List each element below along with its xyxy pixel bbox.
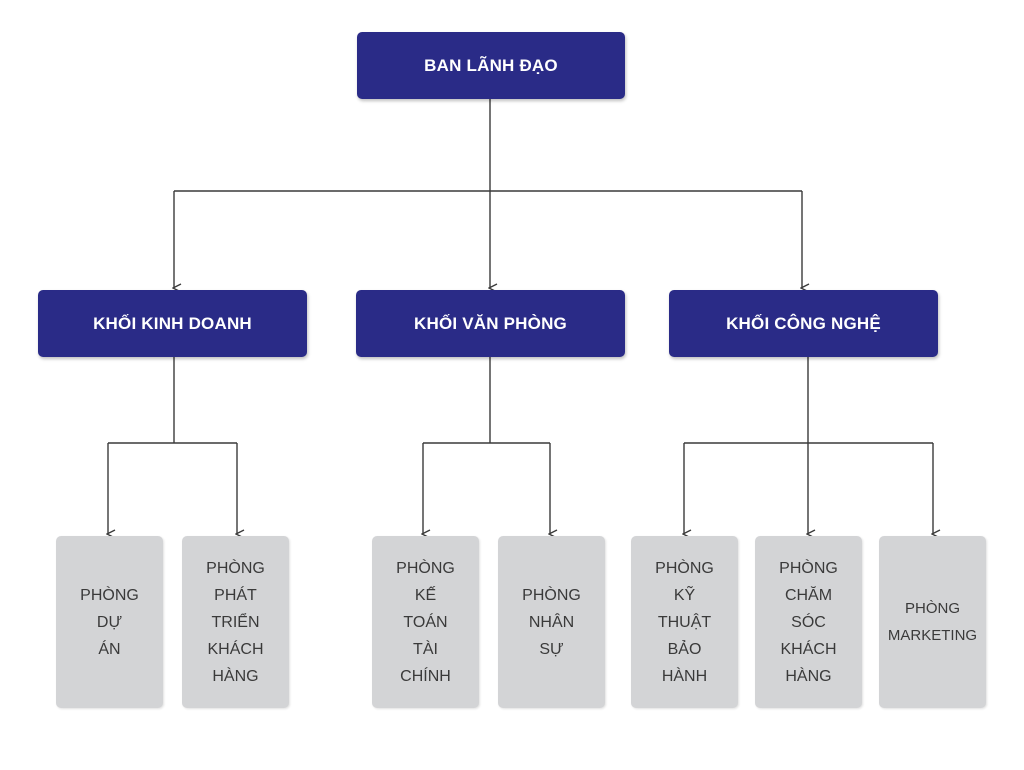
department-label-line: SỰ: [539, 640, 564, 658]
department-phat-trien-khach-hang: PHÒNG PHÁT TRIỂN KHÁCH HÀNG: [182, 536, 289, 708]
department-label-line: HÀNH: [661, 667, 708, 685]
department-ky-thuat-bao-hanh: PHÒNG KỸ THUẬT BẢO HÀNH: [631, 536, 738, 708]
division-label: KHỐI CÔNG NGHỆ: [726, 313, 881, 333]
department-label-line: SÓC: [791, 613, 826, 631]
department-label-line: PHÁT: [214, 586, 257, 604]
department-label-line: CHĂM: [784, 586, 833, 604]
department-label-line: KỸ: [673, 586, 696, 604]
division-label: KHỐI KINH DOANH: [93, 313, 252, 333]
department-label-line: ÁN: [98, 640, 121, 658]
department-label-line: TOÁN: [403, 613, 448, 631]
division-kinh-doanh: KHỐI KINH DOANH: [38, 290, 307, 357]
department-label-line: KẾ: [414, 586, 437, 604]
department-du-an: PHÒNG DỰ ÁN: [56, 536, 163, 708]
department-label-line: HÀNG: [212, 667, 259, 685]
department-label-line: KHÁCH: [780, 640, 837, 658]
department-label-line: MARKETING: [887, 627, 978, 644]
division-cong-nghe: KHỐI CÔNG NGHỆ: [669, 290, 938, 357]
department-label-line: PHÒNG: [80, 586, 139, 604]
root-node: BAN LÃNH ĐẠO: [357, 32, 625, 99]
department-label-line: DỰ: [96, 613, 123, 631]
department-label-line: THUẬT: [657, 613, 712, 631]
department-label-line: PHÒNG: [779, 559, 838, 577]
department-label-line: PHÒNG: [396, 559, 455, 577]
department-label-line: HÀNG: [785, 667, 832, 685]
root-label: BAN LÃNH ĐẠO: [424, 55, 558, 75]
department-ke-toan-tai-chinh: PHÒNG KẾ TOÁN TÀI CHÍNH: [372, 536, 479, 708]
department-label-line: PHÒNG: [522, 586, 581, 604]
department-cham-soc-khach-hang: PHÒNG CHĂM SÓC KHÁCH HÀNG: [755, 536, 862, 708]
department-label-line: PHÒNG: [206, 559, 265, 577]
department-nhan-su: PHÒNG NHÂN SỰ: [498, 536, 605, 708]
department-label-line: TÀI: [413, 640, 438, 658]
department-label-line: TRIỂN: [211, 613, 260, 631]
department-label-line: NHÂN: [528, 613, 575, 631]
department-label-line: KHÁCH: [207, 640, 264, 658]
department-label-line: PHÒNG: [904, 600, 960, 617]
department-label-line: BẢO: [667, 640, 702, 658]
department-label-line: CHÍNH: [400, 667, 451, 685]
department-label-line: PHÒNG: [655, 559, 714, 577]
division-van-phong: KHỐI VĂN PHÒNG: [356, 290, 625, 357]
division-label: KHỐI VĂN PHÒNG: [414, 313, 567, 333]
department-marketing: PHÒNG MARKETING: [879, 536, 986, 708]
